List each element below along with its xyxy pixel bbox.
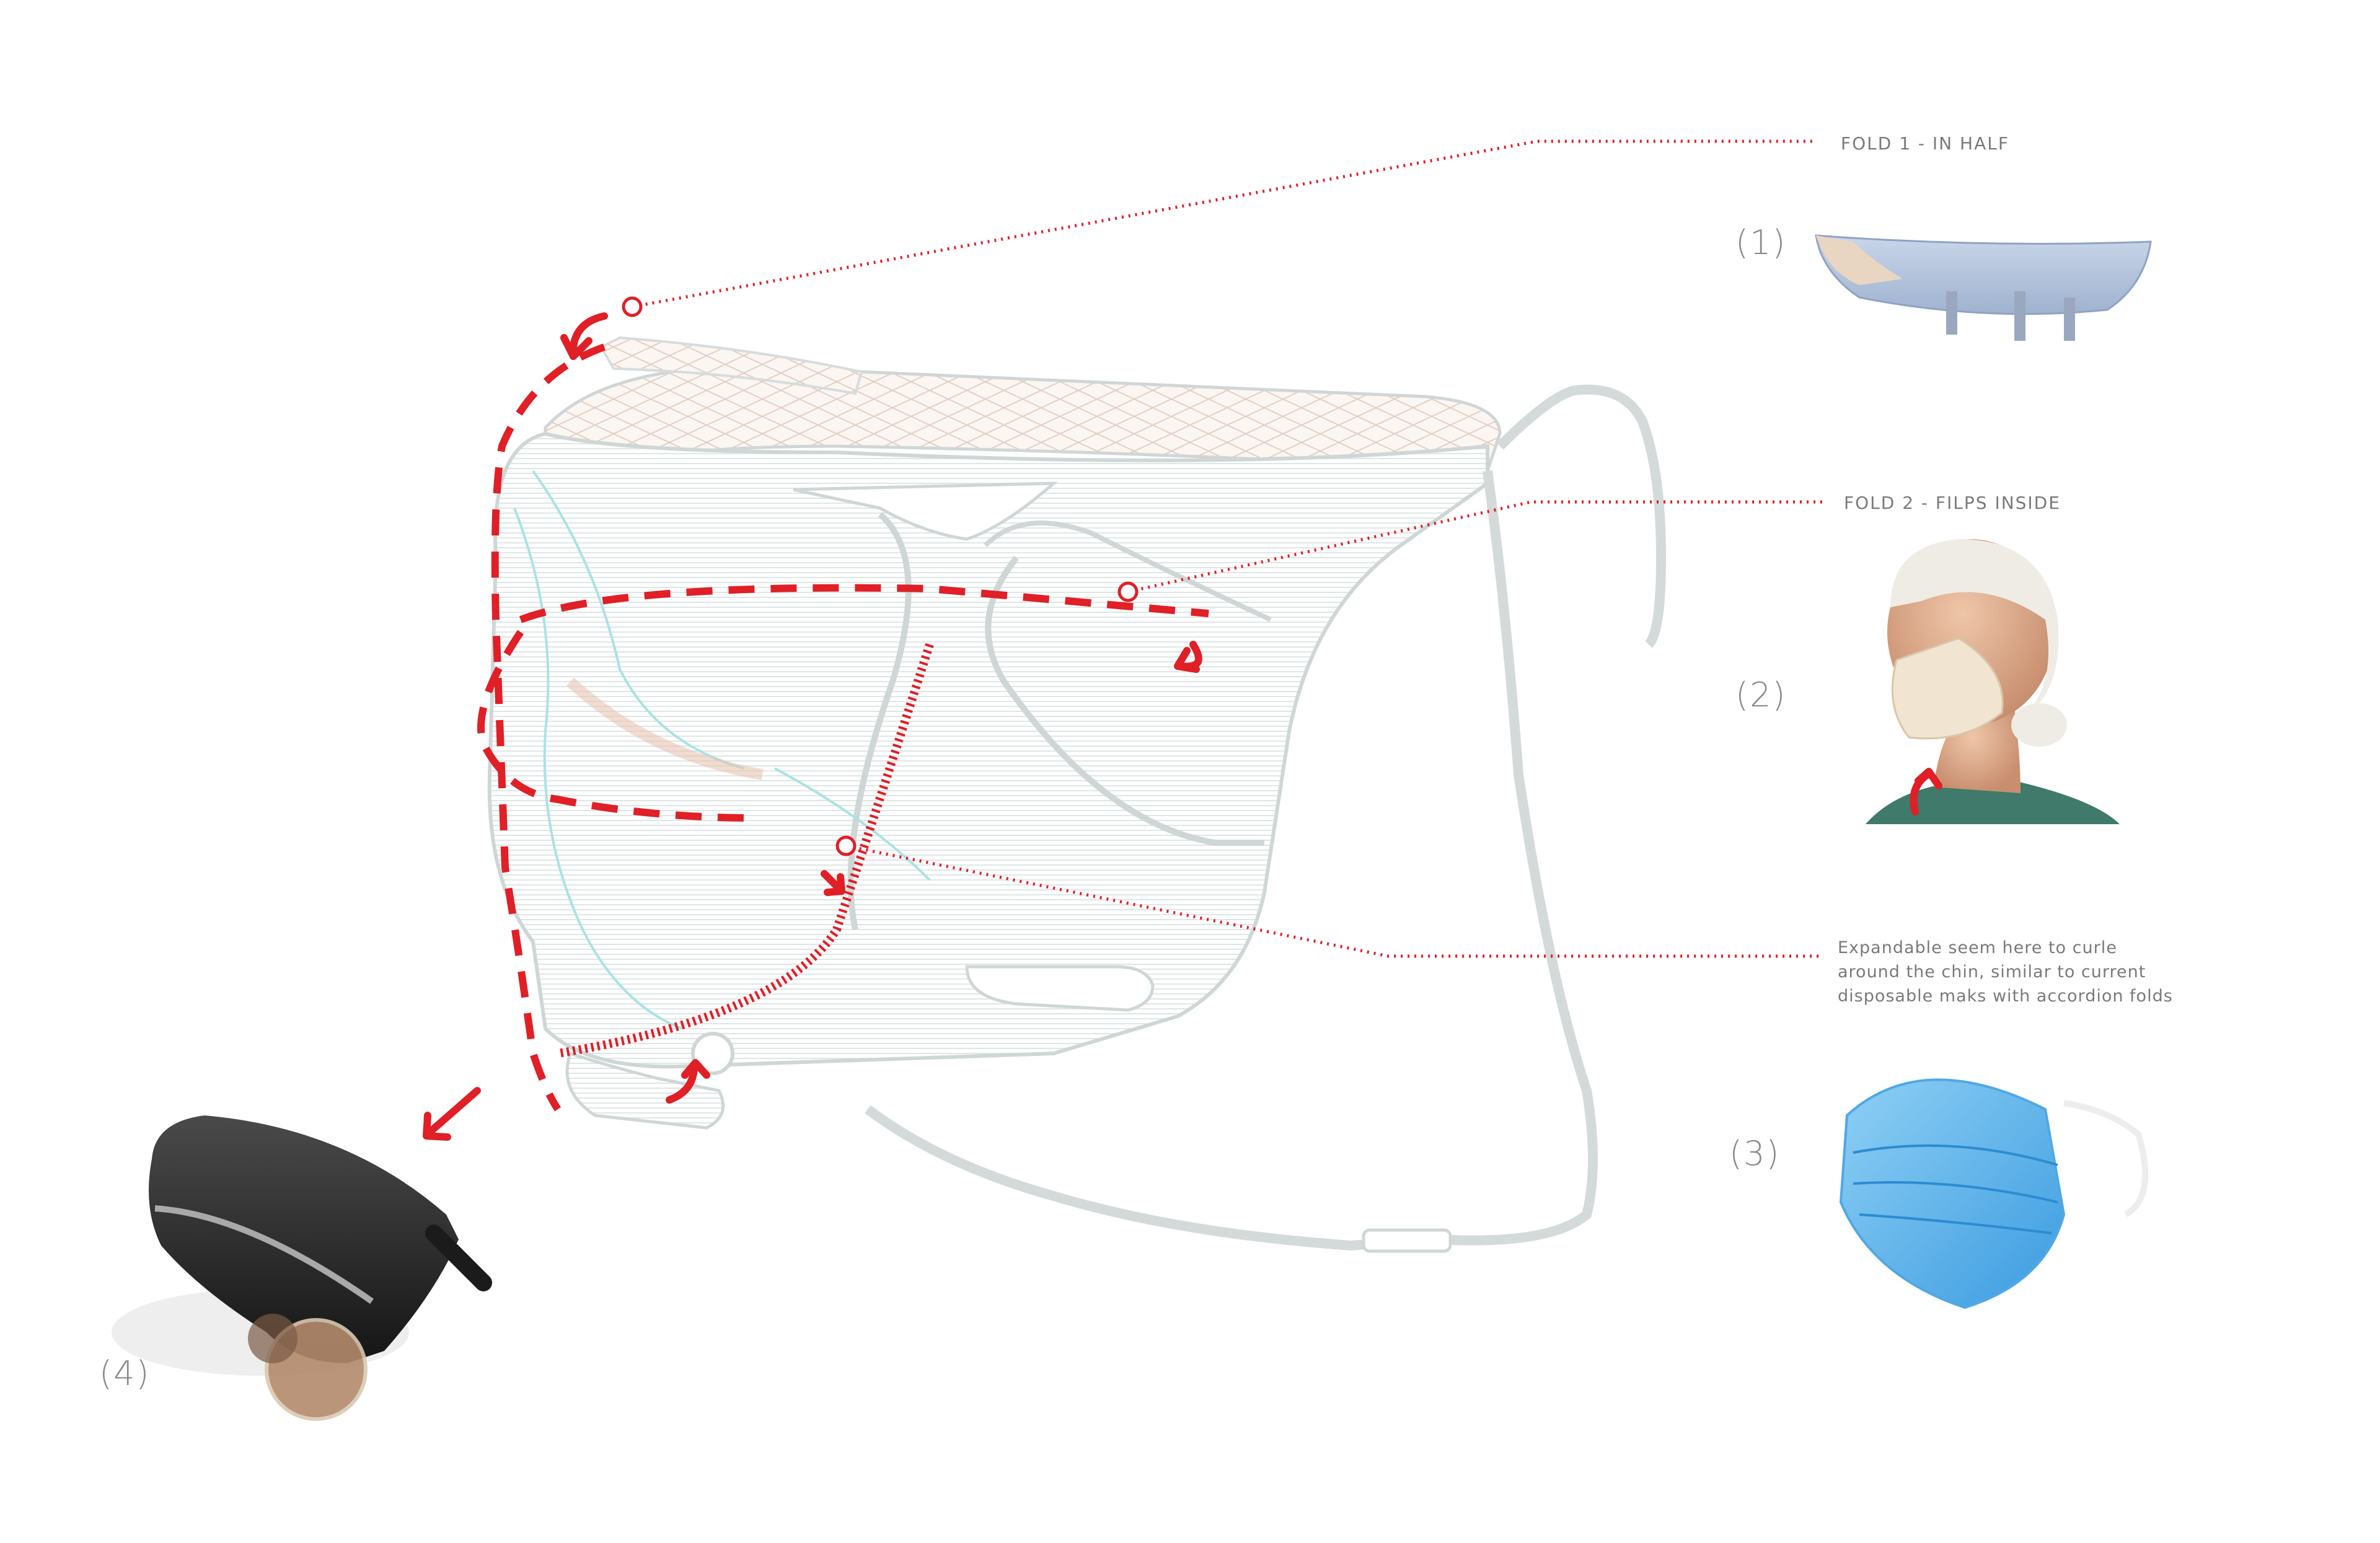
fold-2-label: FOLD 2 - FILPS INSIDE — [1844, 493, 2061, 513]
strap-adjuster — [1362, 1228, 1452, 1253]
leader-fold-1 — [632, 139, 1816, 309]
reference-number-1: (1) — [1735, 223, 1787, 262]
chin-buckle — [965, 965, 1155, 1012]
leader-lines — [632, 139, 1822, 958]
arrow-chin — [666, 1062, 698, 1104]
surgical-mask-photo — [1839, 1078, 2149, 1309]
fold-line-3 — [477, 630, 757, 822]
arrow-seam — [821, 870, 844, 893]
reference-number-4: (4) — [99, 1354, 151, 1393]
leader-seam — [845, 844, 1822, 958]
fold-line-2 — [519, 584, 1209, 623]
fold-guides — [477, 343, 1209, 1112]
reference-number-3: (3) — [1729, 1134, 1781, 1173]
mannequin-wearing-folded-mask-photo — [1866, 539, 2120, 824]
mesh-band-top — [599, 336, 863, 395]
reference-number-2: (2) — [1735, 675, 1787, 714]
mask-line-art — [487, 336, 1667, 1253]
inner-rib-right — [985, 555, 1264, 846]
chin-piece — [565, 1051, 725, 1130]
folded-mask-photo — [1815, 234, 2152, 341]
glasses-case-photo — [112, 1115, 492, 1421]
arrow-to-case — [424, 1087, 481, 1138]
seam-note-line: Expandable seem here to curle — [1838, 938, 2117, 957]
inner-rib-top — [984, 521, 1272, 622]
fold-arrows — [423, 312, 1202, 1141]
seam-note-line: disposable maks with accordion folds — [1838, 987, 2173, 1006]
leader-fold-2 — [1127, 500, 1822, 594]
seam-note-line: around the chin, similar to current — [1838, 962, 2146, 982]
seam-note: Expandable seem here to curle around the… — [1838, 936, 2173, 1008]
fold-1-label: FOLD 1 - IN HALF — [1841, 133, 2009, 154]
fold-line-1 — [491, 343, 606, 1112]
inner-rib-left — [847, 512, 912, 931]
ear-loop-bottom — [865, 470, 1598, 1251]
leader-markers — [622, 296, 1139, 856]
nose-notch — [793, 481, 1058, 541]
ear-loop-top — [1496, 384, 1667, 648]
arrow-fold-1 — [570, 312, 608, 351]
